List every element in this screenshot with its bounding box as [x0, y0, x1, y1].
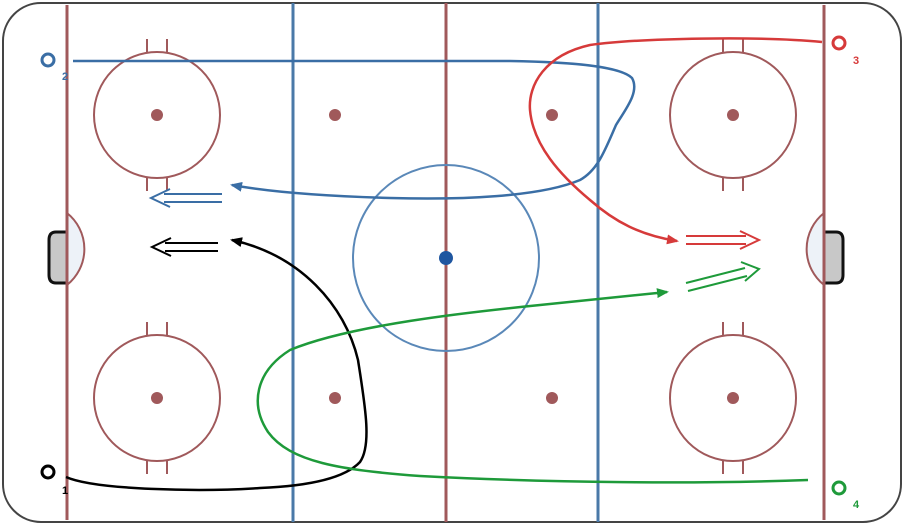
player-4-pass-arrow — [685, 261, 761, 292]
center-faceoff-dot — [439, 251, 453, 265]
player-4-icon — [831, 480, 847, 496]
player-3-pass-arrow — [686, 230, 762, 250]
player-2-marker: 2 — [40, 52, 68, 83]
player-2-pass-arrow — [148, 188, 222, 208]
player-1-label: 1 — [62, 485, 68, 497]
player-3-marker: 3 — [831, 35, 859, 67]
player-3-skate-path — [528, 37, 823, 245]
player-4-skate-path — [256, 288, 809, 484]
faceoff-dot-top-right — [727, 109, 739, 121]
neutral-dot-top-left — [329, 109, 341, 121]
left-goal-crease — [66, 210, 86, 288]
player-2-icon — [40, 52, 56, 68]
player-1-pass-arrow — [149, 237, 218, 257]
player-2-label: 2 — [62, 71, 68, 83]
neutral-dot-top-right — [546, 109, 558, 121]
player-3-label: 3 — [853, 55, 859, 67]
faceoff-circle-top-right — [669, 39, 797, 191]
faceoff-circle-bottom-right — [669, 322, 797, 474]
player-1-skate-path — [65, 237, 368, 492]
neutral-dot-bottom-right — [546, 392, 558, 404]
center-faceoff-circle — [352, 164, 540, 352]
faceoff-circle-bottom-left — [93, 322, 221, 474]
player-3-icon — [831, 35, 847, 51]
faceoff-circle-top-left — [93, 39, 221, 191]
right-net — [822, 230, 845, 285]
faceoff-dot-bottom-right — [727, 392, 739, 404]
left-net — [47, 230, 69, 285]
faceoff-dot-bottom-left — [151, 392, 163, 404]
player-4-marker: 4 — [831, 480, 860, 511]
right-goal-crease — [805, 210, 825, 288]
neutral-dot-bottom-left — [329, 392, 341, 404]
faceoff-dot-top-left — [151, 109, 163, 121]
player-1-marker: 1 — [40, 464, 68, 497]
player-2-skate-path — [73, 59, 636, 200]
player-1-icon — [40, 464, 56, 480]
player-4-label: 4 — [853, 499, 860, 511]
